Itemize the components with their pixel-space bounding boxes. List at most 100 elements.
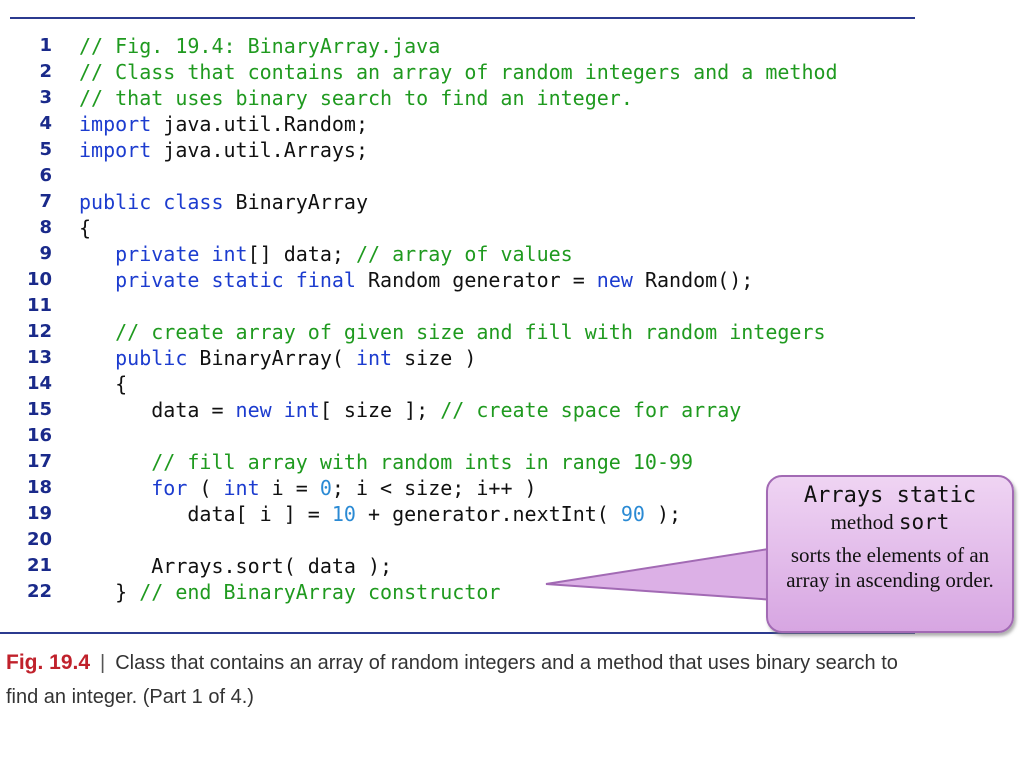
code-text: // that uses binary search to find an in… — [79, 85, 633, 111]
code-text: // fill array with random ints in range … — [79, 449, 693, 475]
line-number: 15 — [26, 399, 52, 420]
code-token-plain: ( — [187, 476, 224, 500]
code-token-keyword: private int — [115, 242, 248, 266]
code-text: Arrays.sort( data ); — [79, 553, 392, 579]
code-line: 14 { — [0, 371, 1000, 397]
code-text: { — [79, 371, 127, 397]
caption-text: Class that contains an array of random i… — [6, 652, 898, 708]
code-line: 3 // that uses binary search to find an i… — [0, 85, 1000, 111]
code-token-keyword: public class — [79, 190, 224, 214]
code-token-number: 10 — [331, 502, 356, 526]
code-token-plain: java.util.Random; — [151, 112, 368, 136]
code-token-plain: [] data; — [247, 242, 356, 266]
code-line: 16 — [0, 423, 1000, 449]
code-token-plain — [79, 450, 151, 474]
code-token-keyword: public — [115, 346, 188, 370]
code-line: 17 // fill array with random ints in ran… — [0, 449, 1000, 475]
line-number: 11 — [26, 295, 52, 316]
code-token-plain: Random(); — [632, 268, 754, 292]
line-number: 2 — [39, 61, 52, 82]
line-number: 12 — [26, 321, 52, 342]
code-token-plain: Random generator = — [355, 268, 597, 292]
callout-box: Arrays static method sort sorts the elem… — [766, 475, 1014, 633]
code-text: // Fig. 19.4: BinaryArray.java — [79, 33, 440, 59]
line-number: 21 — [26, 555, 52, 576]
code-token-keyword: for — [151, 476, 188, 500]
line-number: 9 — [39, 243, 52, 264]
line-number: 10 — [26, 269, 52, 290]
code-token-plain: data = — [79, 398, 236, 422]
line-number: 5 — [39, 139, 52, 160]
line-number: 6 — [39, 165, 52, 186]
callout-subtitle-mono: sort — [898, 510, 950, 534]
code-token-keyword: new — [596, 268, 633, 292]
code-token-plain: i = — [259, 476, 320, 500]
code-token-plain: size ) — [392, 346, 477, 370]
code-token-plain: BinaryArray( — [187, 346, 356, 370]
line-number: 1 — [39, 35, 52, 56]
line-number: 3 — [39, 87, 52, 108]
line-number: 13 — [26, 347, 52, 368]
code-token-keyword: private static final — [115, 268, 356, 292]
code-text: // create array of given size and fill w… — [79, 319, 826, 345]
callout-body: sorts the elements of an array in ascend… — [786, 543, 994, 592]
code-token-keyword: int — [355, 346, 393, 370]
code-text: private int[] data; // array of values — [79, 241, 573, 267]
line-number: 17 — [26, 451, 52, 472]
code-token-comment: // fill array with random ints in range … — [151, 450, 694, 474]
code-token-number: 90 — [620, 502, 645, 526]
callout-subtitle-serif: method — [830, 510, 899, 534]
code-line: 21 Arrays.sort( data ); — [0, 553, 1000, 579]
top-rule — [10, 17, 915, 19]
code-token-plain: { — [79, 216, 92, 240]
code-token-plain — [79, 320, 115, 344]
code-line: 12 // create array of given size and fil… — [0, 319, 1000, 345]
line-number: 20 — [26, 529, 52, 550]
code-line: 6 — [0, 163, 1000, 189]
code-token-comment: // that uses binary search to find an in… — [79, 86, 633, 110]
code-token-plain: ; i < size; i++ ) — [331, 476, 537, 500]
code-token-plain: java.util.Arrays; — [151, 138, 368, 162]
code-token-comment: // Class that contains an array of rando… — [79, 60, 838, 84]
code-token-comment: // end BinaryArray constructor — [139, 580, 501, 604]
callout-title: Arrays static — [803, 483, 977, 508]
code-line: 8{ — [0, 215, 1000, 241]
code-text: public class BinaryArray — [79, 189, 368, 215]
code-text: data = new int[ size ]; // create space … — [79, 397, 741, 423]
code-token-plain: + generator.nextInt( — [355, 502, 621, 526]
line-number: 22 — [26, 581, 52, 602]
code-line: 1 // Fig. 19.4: BinaryArray.java — [0, 33, 1000, 59]
code-line: 19 data[ i ] = 10 + generator.nextInt( 9… — [0, 501, 1000, 527]
line-number: 4 — [39, 113, 52, 134]
code-text: } // end BinaryArray constructor — [79, 579, 500, 605]
code-line: 5 import java.util.Arrays; — [0, 137, 1000, 163]
code-token-keyword: import — [79, 138, 152, 162]
callout-subtitle: method sort — [768, 509, 1012, 535]
line-number: 16 — [26, 425, 52, 446]
figure-label: Fig. 19.4 — [6, 651, 91, 674]
code-token-comment: // create space for array — [440, 398, 742, 422]
code-token-plain — [79, 346, 115, 370]
code-text: import java.util.Random; — [79, 111, 368, 137]
code-token-plain — [79, 476, 151, 500]
code-token-keyword: import — [79, 112, 152, 136]
code-token-plain: ); — [644, 502, 682, 526]
code-token-plain: [ size ]; — [319, 398, 441, 422]
code-line: 20 — [0, 527, 1000, 553]
code-line: 2 // Class that contains an array of rand… — [0, 59, 1000, 85]
caption-separator: | — [100, 652, 106, 674]
code-token-comment: // create array of given size and fill w… — [115, 320, 826, 344]
code-line: 18 for ( int i = 0; i < size; i++ ) — [0, 475, 1000, 501]
code-line: 9 private int[] data; // array of values — [0, 241, 1000, 267]
code-token-plain: data[ i ] = — [79, 502, 332, 526]
line-number: 8 — [39, 217, 52, 238]
line-number: 14 — [26, 373, 52, 394]
figure-caption: Fig. 19.4 |Class that contains an array o… — [6, 646, 906, 714]
code-token-number: 0 — [319, 476, 332, 500]
code-text: private static final Random generator = … — [79, 267, 753, 293]
code-text: for ( int i = 0; i < size; i++ ) — [79, 475, 537, 501]
code-token-plain — [79, 242, 115, 266]
code-text: { — [79, 215, 91, 241]
code-line: 10 private static final Random generator… — [0, 267, 1000, 293]
